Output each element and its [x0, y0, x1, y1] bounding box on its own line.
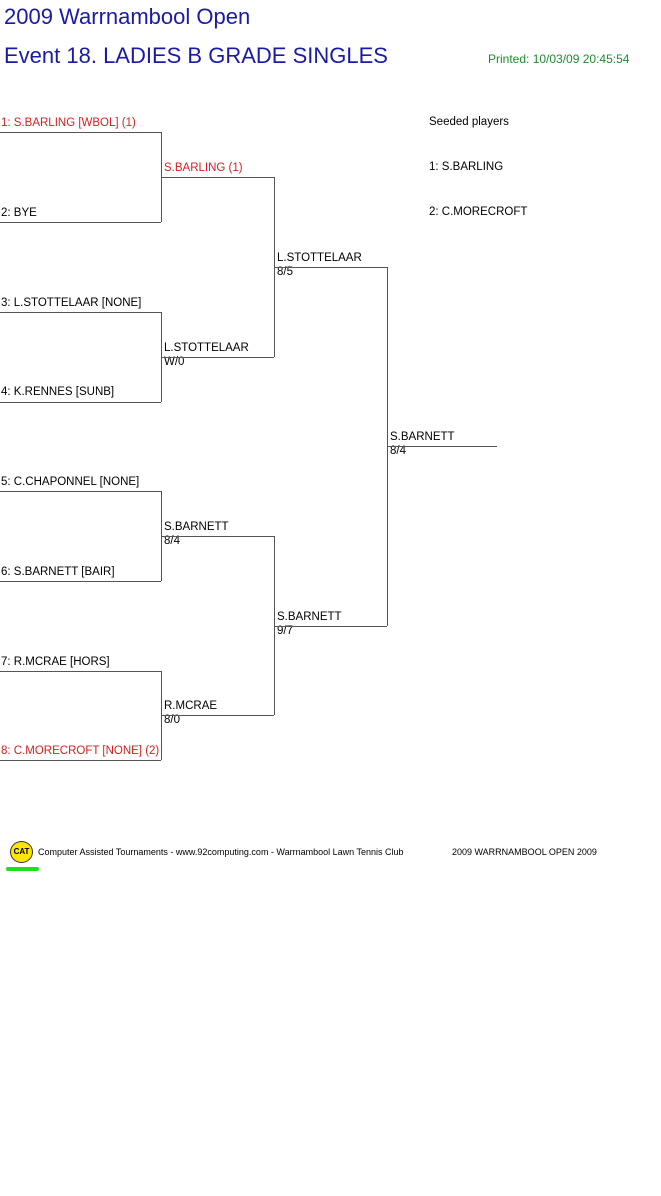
bracket-line: [0, 671, 161, 672]
draw-entry-7: 7: R.MCRAE [HORS]: [1, 656, 110, 668]
final-score: 8/4: [390, 445, 406, 457]
bracket-line: [0, 760, 161, 761]
cat-logo: CAT: [10, 841, 33, 863]
round2-score-4: 8/0: [164, 714, 180, 726]
round2-score-3: 8/4: [164, 535, 180, 547]
tournament-title: 2009 Warrnambool Open: [4, 4, 251, 29]
final-winner: S.BARNETT: [390, 431, 455, 443]
bracket-line: [0, 312, 161, 313]
bracket-line: [0, 402, 161, 403]
draw-entry-4: 4: K.RENNES [SUNB]: [1, 386, 115, 398]
draw-entry-5: 5: C.CHAPONNEL [NONE]: [1, 476, 140, 488]
bracket-line: [274, 626, 387, 627]
round2-winner-4: R.MCRAE: [164, 700, 218, 712]
round2-score-2: W/0: [164, 356, 185, 368]
draw-entry-8: 8: C.MORECROFT [NONE] (2): [1, 745, 160, 757]
bracket-line: [0, 222, 161, 223]
bracket-line: [274, 536, 275, 715]
bracket-line: [387, 446, 497, 447]
seeds-heading: Seeded players: [429, 116, 509, 128]
semi-score-1: 8/5: [277, 266, 293, 278]
bracket-line: [0, 491, 161, 492]
event-title: Event 18. LADIES B GRADE SINGLES: [4, 43, 388, 68]
bracket-line: [161, 177, 274, 178]
bracket-line: [0, 132, 161, 133]
round2-winner-1: S.BARLING (1): [164, 162, 243, 174]
round2-winner-3: S.BARNETT: [164, 521, 229, 533]
semi-winner-1: L.STOTTELAAR: [277, 252, 362, 264]
bracket-line: [161, 536, 274, 537]
bracket-line: [274, 267, 387, 268]
footer-tournament: 2009 WARRNAMBOOL OPEN 2009: [452, 847, 597, 857]
printed-timestamp: Printed: 10/03/09 20:45:54: [488, 52, 630, 66]
draw-entry-1: 1: S.BARLING [WBOL] (1): [1, 117, 136, 129]
semi-score-2: 9/7: [277, 625, 293, 637]
footer-credits: Computer Assisted Tournaments - www.92co…: [38, 847, 404, 857]
draw-entry-6: 6: S.BARNETT [BAIR]: [1, 566, 115, 578]
draw-entry-2: 2: BYE: [1, 207, 37, 219]
round2-winner-2: L.STOTTELAAR: [164, 342, 249, 354]
seed-1: 1: S.BARLING: [429, 161, 504, 173]
bracket-line: [161, 715, 274, 716]
semi-winner-2: S.BARNETT: [277, 611, 342, 623]
draw-entry-3: 3: L.STOTTELAAR [NONE]: [1, 297, 142, 309]
logo-underline: [6, 867, 39, 871]
seed-2: 2: C.MORECROFT: [429, 206, 528, 218]
bracket-line: [161, 357, 274, 358]
bracket-line: [0, 581, 161, 582]
